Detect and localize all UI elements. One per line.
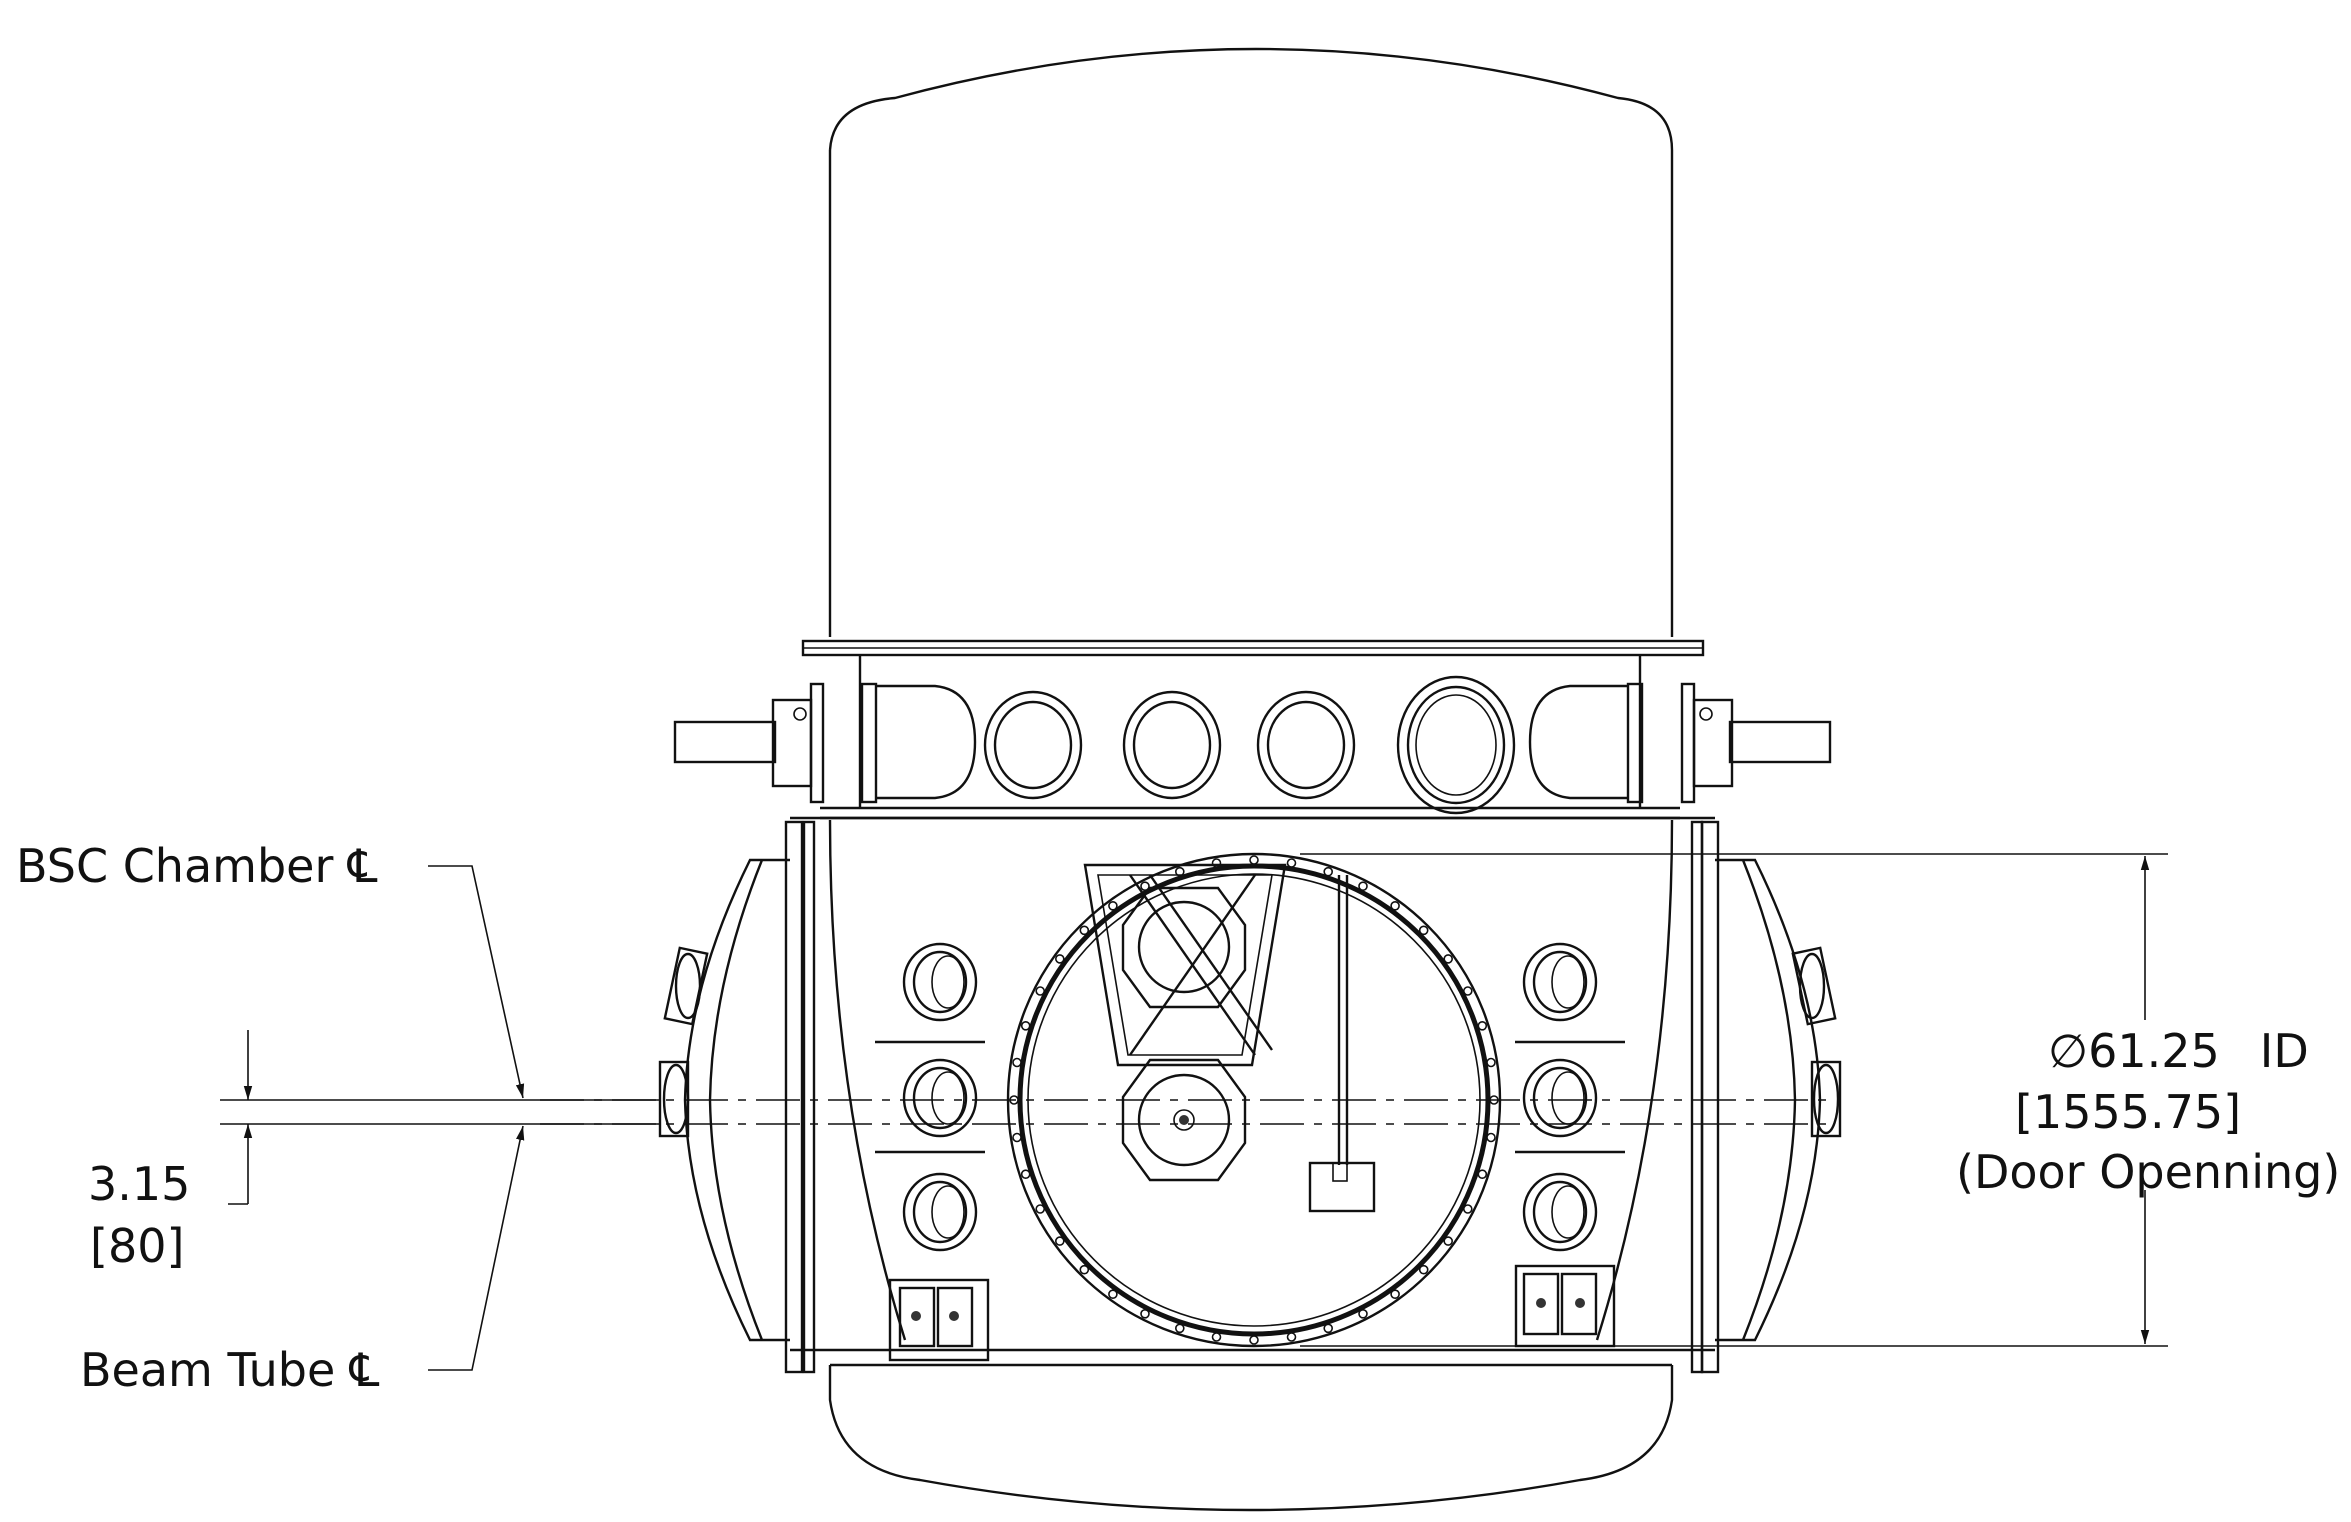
door-bolt (1390, 1289, 1400, 1299)
isolation-table (1083, 863, 1376, 1213)
viewport-4 (1396, 675, 1516, 815)
door-bolt (1108, 900, 1118, 911)
door-bolt (1035, 986, 1045, 996)
right-flange-post (1690, 820, 1704, 1374)
right-beam-nozzles (1791, 946, 1842, 1138)
door-bolt (1079, 1264, 1090, 1275)
door-bolt (1012, 1132, 1022, 1143)
left-beam-nozzles (658, 946, 709, 1138)
diameter-mm: [1555.75] (2015, 1085, 2241, 1139)
offset-dimension (228, 865, 525, 1371)
offset-mm: [80] (90, 1219, 184, 1273)
door-bolt (1055, 954, 1065, 964)
door-bolt (1211, 858, 1222, 868)
top-tank (801, 47, 1705, 657)
door-opening-note: (Door Openning) (1956, 1145, 2340, 1199)
door-bolt (1055, 1236, 1065, 1246)
door-bolt (1211, 1332, 1222, 1342)
left-flange-post (784, 820, 804, 1374)
door-bolt (1463, 1204, 1473, 1214)
door-bolt (1249, 1335, 1259, 1345)
offset-inches: 3.15 (88, 1157, 190, 1211)
middle-spool (673, 655, 1832, 820)
door-bolt (1020, 1169, 1031, 1179)
annotations: BSC Chamber ℄ Beam Tube ℄ 3.15 [80] ∅61.… (16, 839, 2340, 1397)
bsc-chamber-label: BSC Chamber ℄ (16, 839, 378, 893)
left-viewports (902, 942, 978, 1252)
door-bolt (1175, 1323, 1185, 1334)
viewport-2 (1122, 690, 1222, 800)
centerlines (220, 1099, 1830, 1125)
door-bolt (1140, 881, 1150, 892)
door-bolt (1323, 866, 1333, 877)
door-bolt (1140, 1309, 1150, 1319)
door-bolt (1477, 1169, 1488, 1179)
right-viewports (1522, 942, 1598, 1252)
door-bolt (1012, 1057, 1022, 1068)
door-bolt (1443, 1236, 1453, 1246)
beam-tube-label: Beam Tube ℄ (80, 1343, 380, 1397)
door-bolt (1079, 925, 1090, 936)
door-bolt (1249, 855, 1259, 865)
left-bottom-brackets (888, 1278, 990, 1362)
left-side-nozzle (673, 720, 777, 764)
door-bolt (1323, 1323, 1333, 1334)
viewport-1 (983, 690, 1083, 800)
door-bolt (1486, 1132, 1496, 1143)
door-bolt (1020, 1021, 1031, 1031)
bottom-chamber (658, 816, 1842, 1512)
door-bolt (1358, 881, 1368, 892)
door-bolt (1286, 858, 1297, 868)
right-side-nozzle (1728, 720, 1832, 764)
door-bolt (1418, 1264, 1429, 1275)
door-bolt (1108, 1289, 1118, 1299)
diameter-dimension (1300, 853, 2168, 1347)
door-bolt (1035, 1204, 1045, 1214)
door-bolt (1486, 1057, 1496, 1068)
door-bolt (1358, 1309, 1368, 1319)
door-bolt (1463, 986, 1473, 996)
door-bolt (1286, 1332, 1297, 1342)
door-bolt (1443, 954, 1453, 964)
door-bolt (1418, 925, 1429, 936)
door-bolt (1390, 900, 1400, 911)
viewport-3 (1256, 690, 1356, 800)
door-bolt (1477, 1021, 1488, 1031)
